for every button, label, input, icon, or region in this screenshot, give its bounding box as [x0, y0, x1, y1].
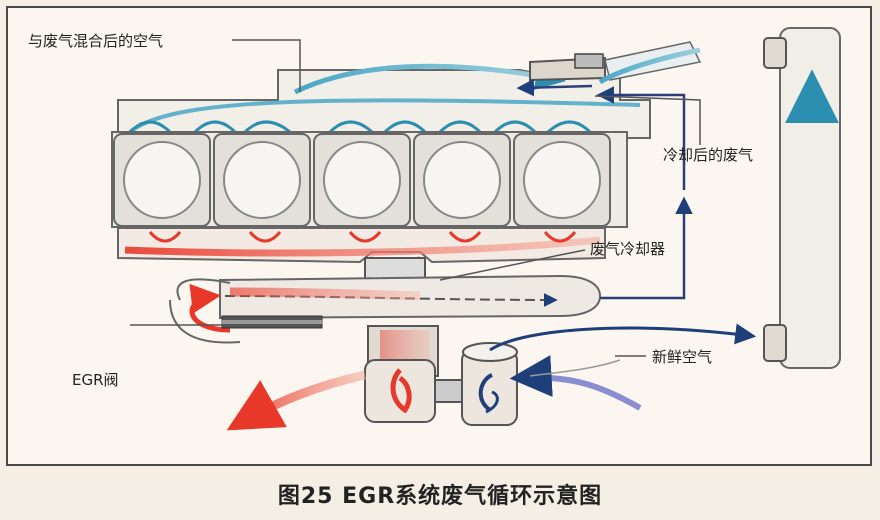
turbocharger: [364, 325, 518, 426]
compressed-air-arrow: [489, 323, 757, 352]
cylinder-5: [513, 133, 611, 227]
exhaust-exit-arrow: [226, 370, 366, 431]
fresh-air-in-arrow: [509, 355, 642, 411]
egr-valve: [221, 315, 323, 329]
egr-cooler-pipe: [169, 257, 602, 344]
cylinder-3: [313, 133, 411, 227]
intercooler: [763, 27, 841, 369]
cooled-exhaust-line: [516, 78, 693, 300]
fresh-air-leader: [529, 359, 621, 377]
label-cooled-exhaust: 冷却后的废气: [663, 146, 753, 164]
intake-runners: [128, 120, 592, 134]
cylinder-1: [113, 133, 211, 227]
label-mixed-air: 与废气混合后的空气: [28, 32, 163, 50]
exhaust-manifold: [117, 227, 606, 266]
cylinder-4: [413, 133, 511, 227]
label-egr-valve: EGR阀: [72, 371, 119, 389]
engine-block: [111, 131, 628, 228]
leader-lines: [130, 39, 701, 357]
egr-diagram: 与废气混合后的空气 冷却后的废气 废气冷却器 EGR阀 新鲜空气: [28, 27, 841, 431]
throttle-body: [529, 41, 702, 85]
label-exhaust-cooler: 废气冷却器: [590, 240, 665, 258]
figure-caption: 图25 EGR系统废气循环示意图: [277, 484, 603, 509]
label-fresh-air: 新鲜空气: [652, 348, 712, 366]
cylinder-2: [213, 133, 311, 227]
